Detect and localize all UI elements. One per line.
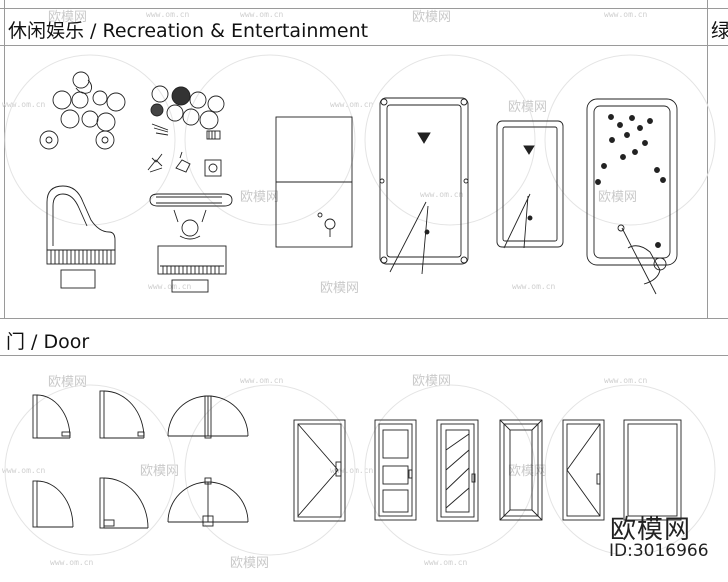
drum-kit-icon — [39, 71, 126, 150]
watermark-site: www.om.cn — [240, 10, 284, 19]
watermark-site: www.om.cn — [240, 376, 284, 385]
pool-table-icon — [496, 120, 564, 249]
door-swing-icon — [99, 477, 149, 529]
section-title-recreation: 休闲娱乐 / Recreation & Entertainment — [8, 20, 369, 42]
door-swing-icon — [99, 390, 145, 439]
watermark-site: www.om.cn — [604, 10, 648, 19]
brand-logo: 欧模网 — [610, 515, 692, 545]
glass-door-elevation-icon — [436, 419, 479, 522]
watermark-site: www.om.cn — [50, 558, 94, 567]
watermark-site: www.om.cn — [424, 558, 468, 567]
door-elevation-icon — [374, 419, 417, 521]
door-elevation-icon — [623, 419, 682, 521]
double-door-swing-icon — [167, 395, 249, 439]
door-swing-icon — [32, 394, 71, 439]
door-elevation-icon — [293, 419, 346, 522]
grid-line — [0, 318, 728, 319]
grid-line — [707, 0, 708, 318]
grid-line — [0, 8, 728, 9]
watermark-site: www.om.cn — [512, 282, 556, 291]
music-accessories-icon — [147, 130, 222, 177]
watermark-site: www.om.cn — [146, 10, 190, 19]
grid-line — [0, 45, 728, 46]
watermark-arcs — [4, 54, 716, 556]
door-elevation-icon — [562, 419, 605, 521]
grid-line — [0, 355, 728, 356]
model-id: ID:3016966 — [609, 541, 709, 561]
grand-piano-icon — [46, 185, 116, 289]
door-swing-icon — [32, 480, 74, 528]
panel-door-elevation-icon — [499, 419, 543, 521]
watermark-site: www.om.cn — [330, 466, 374, 475]
pool-table-icon — [379, 97, 469, 275]
section-title-door: 门 / Door — [6, 331, 90, 353]
ping-pong-table-icon — [275, 116, 353, 248]
snooker-table-icon — [586, 98, 678, 295]
watermark-site: www.om.cn — [2, 100, 46, 109]
watermark-site: www.om.cn — [420, 190, 464, 199]
keyboard-player-icon — [149, 193, 233, 293]
grid-line — [4, 0, 5, 318]
watermark-site: www.om.cn — [330, 100, 374, 109]
drum-set-icon — [150, 85, 225, 136]
watermark-site: www.om.cn — [604, 376, 648, 385]
double-door-swing-icon — [167, 477, 249, 527]
section-title-next: 绿 — [711, 20, 728, 42]
watermark-site: www.om.cn — [148, 282, 192, 291]
watermark-site: www.om.cn — [2, 466, 46, 475]
